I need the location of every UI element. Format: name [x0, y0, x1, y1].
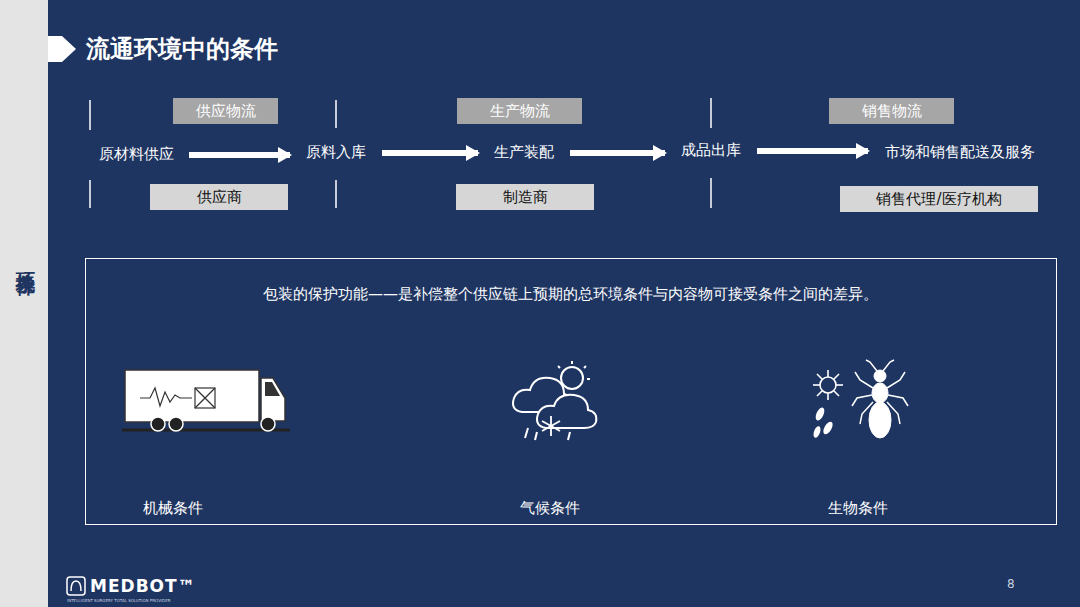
snow-arm	[542, 421, 560, 431]
actor-box: 供应商	[150, 184, 288, 210]
divider-line	[89, 180, 91, 208]
divider-line	[89, 100, 91, 130]
termite-leg	[860, 402, 873, 424]
wheel	[151, 417, 165, 431]
virus-body	[820, 377, 836, 393]
node-text: 生产装配	[494, 143, 554, 162]
trailer	[125, 370, 259, 422]
bacterium	[821, 420, 834, 436]
stage-label: 生产物流	[457, 98, 582, 124]
logo-tagline: INTELLIGENT SURGERY TOTAL SOLUTION PROVI…	[67, 598, 170, 603]
termite-antenna	[883, 360, 894, 371]
sun-ray	[587, 378, 590, 380]
termite-leg	[887, 402, 900, 424]
termite-leg	[888, 395, 908, 406]
truck-cab	[261, 378, 285, 421]
section-tab: 环境条件	[14, 256, 40, 264]
termite-legs	[852, 360, 908, 424]
node-text: 原材料供应	[99, 145, 174, 164]
node-text: 供应商	[197, 188, 242, 207]
cargo-cross	[195, 388, 215, 408]
rain-drop	[525, 428, 528, 438]
divider-line	[335, 180, 337, 208]
actor-box: 制造商	[456, 184, 594, 210]
slide-title: 流通环境中的条件	[86, 33, 278, 65]
flow-step: 原材料供应	[93, 142, 179, 166]
virus-spike	[834, 374, 839, 379]
wheel	[261, 417, 275, 431]
truck-icon	[122, 370, 290, 431]
rain-drop	[568, 432, 570, 440]
flow-arrow	[382, 150, 478, 156]
flow-step: 原料入库	[300, 140, 372, 164]
virus-spike	[836, 384, 843, 386]
actor-box: 销售代理/医疗机构	[840, 186, 1038, 212]
node-text: 销售代理/医疗机构	[876, 190, 1001, 209]
sun-ray	[571, 361, 573, 364]
termite-leg	[855, 372, 873, 388]
shock-trace	[140, 388, 192, 406]
cargo-cross	[195, 388, 215, 408]
node-text: 原料入库	[306, 143, 366, 162]
sun-ray	[584, 366, 586, 368]
frame-statement: 包装的保护功能——是补偿整个供应链上预期的总环境条件与内容物可接受条件之间的差异…	[86, 285, 1055, 304]
page-number: 8	[1007, 577, 1015, 591]
virus	[813, 370, 843, 400]
sun-ray	[558, 366, 560, 368]
condition-label: 机械条件	[123, 499, 223, 518]
node-text: 成品出库	[681, 141, 741, 160]
node-text: 制造商	[503, 188, 548, 207]
condition-label: 生物条件	[808, 499, 908, 518]
side-strip	[0, 0, 48, 607]
condition-frame: 包装的保护功能——是补偿整个供应链上预期的总环境条件与内容物可接受条件之间的差异…	[85, 258, 1057, 525]
flow-step: 生产装配	[488, 140, 560, 164]
sun	[561, 367, 583, 389]
stage-label: 供应物流	[173, 98, 278, 124]
termite-leg	[852, 395, 872, 406]
virus-spike	[817, 391, 822, 396]
termite	[852, 360, 908, 438]
snow-arm	[542, 421, 560, 431]
flow-arrow	[189, 152, 290, 158]
divider-line	[335, 100, 337, 128]
rain-drop	[535, 432, 537, 440]
stage-label: 销售物流	[829, 98, 954, 124]
flow-arrow	[570, 150, 665, 156]
flow-step: 市场和销售配送及服务	[878, 140, 1042, 164]
virus-spike	[817, 374, 822, 379]
bacterium	[814, 406, 826, 422]
node-text: 市场和销售配送及服务	[885, 143, 1035, 162]
virus-spike	[827, 370, 829, 377]
termite-thorax	[872, 383, 888, 403]
flow-arrow	[757, 148, 868, 154]
virus-spike	[827, 393, 829, 400]
cargo-box	[195, 388, 215, 408]
virus-spike	[834, 391, 839, 396]
divider-line	[710, 178, 712, 208]
biology-icon	[812, 360, 908, 439]
bacterium	[812, 425, 822, 438]
weather-icon	[513, 361, 596, 440]
wheel	[169, 417, 183, 431]
termite-abdomen	[869, 402, 891, 438]
snowflake	[542, 416, 560, 436]
flow-step: 成品出库	[675, 138, 747, 162]
divider-line	[710, 98, 712, 128]
virus-spike	[813, 384, 820, 386]
title-chevron	[48, 36, 76, 62]
condition-label: 气候条件	[500, 499, 600, 518]
node-text: 供应物流	[196, 102, 256, 121]
cab-window	[265, 382, 280, 396]
logo-mark	[67, 577, 85, 595]
node-text: 销售物流	[862, 102, 922, 121]
logo-text: MEDBOT™	[90, 576, 196, 596]
termite-antenna	[866, 360, 877, 371]
logo-mark	[71, 581, 81, 591]
termite-head	[874, 370, 886, 382]
node-text: 生产物流	[490, 102, 550, 121]
termite-leg	[887, 372, 905, 388]
